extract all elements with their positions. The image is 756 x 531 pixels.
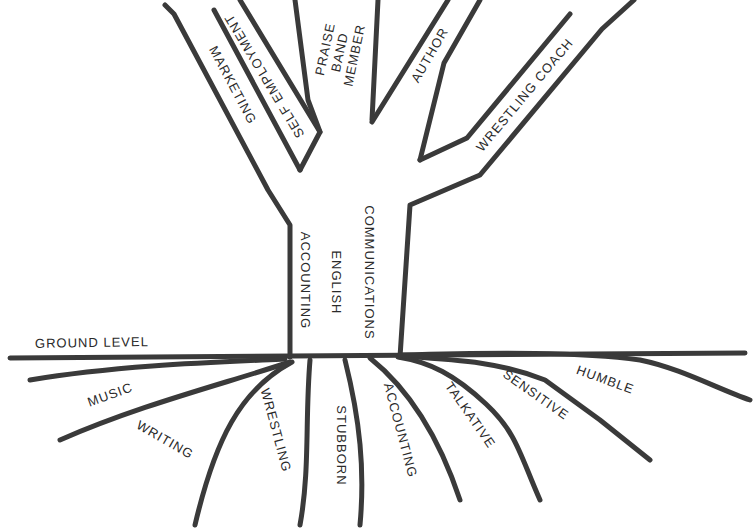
branch-line xyxy=(372,0,448,122)
branch-line xyxy=(372,0,378,120)
trunk-left-edge xyxy=(165,5,290,357)
root-label: MUSIC xyxy=(85,380,134,410)
trunk-label: ENGLISH xyxy=(328,250,343,314)
root-label: STUBBORN xyxy=(333,405,348,485)
branch-label: WRESTLING COACH xyxy=(473,35,576,154)
root-line xyxy=(60,362,290,440)
root-label: ACCOUNTING xyxy=(380,381,420,479)
root-line xyxy=(370,358,460,500)
branch-label: PRAISE BAND MEMBER xyxy=(309,6,371,98)
trunk-label: ACCOUNTING xyxy=(298,231,313,328)
root-label: WRITING xyxy=(134,418,196,463)
trunk-right-edge xyxy=(400,0,634,357)
root-label: HUMBLE xyxy=(574,363,636,398)
ground-label: GROUND LEVEL xyxy=(35,335,149,352)
root-line xyxy=(400,356,650,460)
trunk-label: COMMUNICATIONS xyxy=(361,205,376,339)
root-label: WRESTLING xyxy=(257,386,294,473)
root-line xyxy=(300,360,310,525)
